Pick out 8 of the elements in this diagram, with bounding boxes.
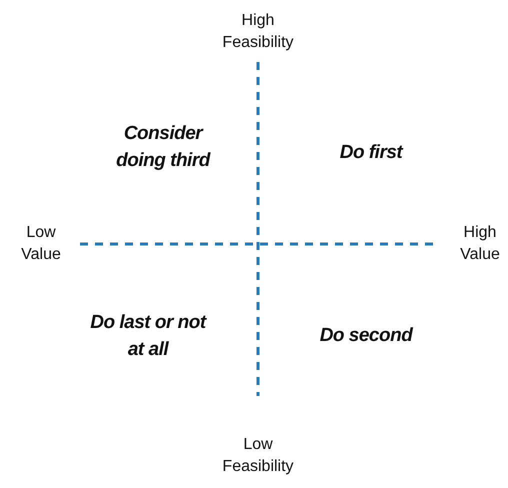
- quadrant-label: Do last or not at all: [89, 311, 208, 362]
- quadrant-label: Do second: [318, 324, 414, 348]
- axis-label: Low Value: [20, 223, 62, 265]
- axis-label: High Feasibility: [221, 11, 295, 53]
- axis-label: High Value: [459, 223, 501, 265]
- quadrant-label: Consider doing third: [115, 122, 212, 173]
- axis-label: Low Feasibility: [221, 435, 295, 477]
- quadrant-label: Do first: [338, 141, 404, 165]
